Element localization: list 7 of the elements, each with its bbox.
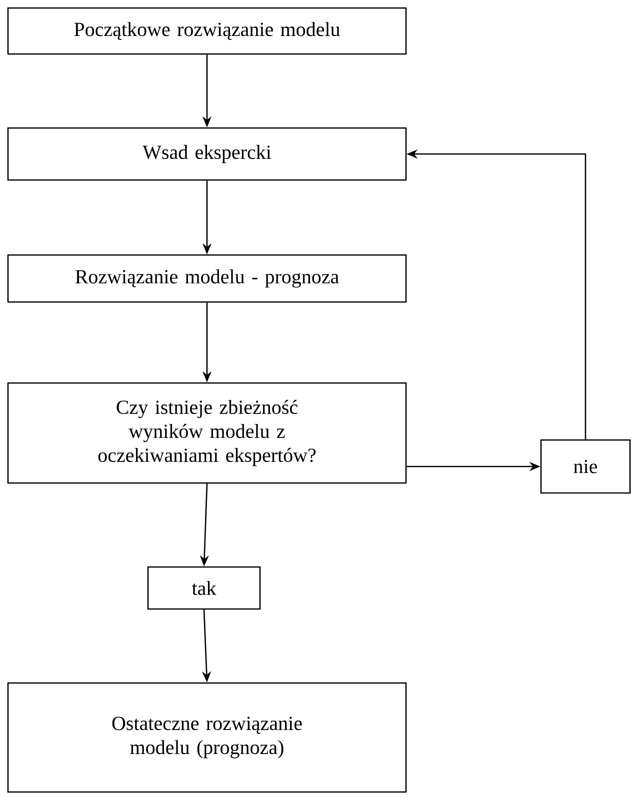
process-box: Początkowe rozwiązanie modelu bbox=[7, 7, 407, 55]
process-box: Rozwiązanie modelu - prognoza bbox=[7, 254, 407, 303]
process-box: tak bbox=[147, 566, 261, 610]
process-box: Ostateczne rozwiązanie modelu (prognoza) bbox=[7, 682, 407, 793]
process-box: Czy istnieje zbieżność wyników modelu z oczekiwaniami ekspertów? bbox=[7, 382, 407, 484]
process-box: Wsad ekspercki bbox=[7, 127, 407, 181]
process-box: nie bbox=[540, 439, 631, 494]
